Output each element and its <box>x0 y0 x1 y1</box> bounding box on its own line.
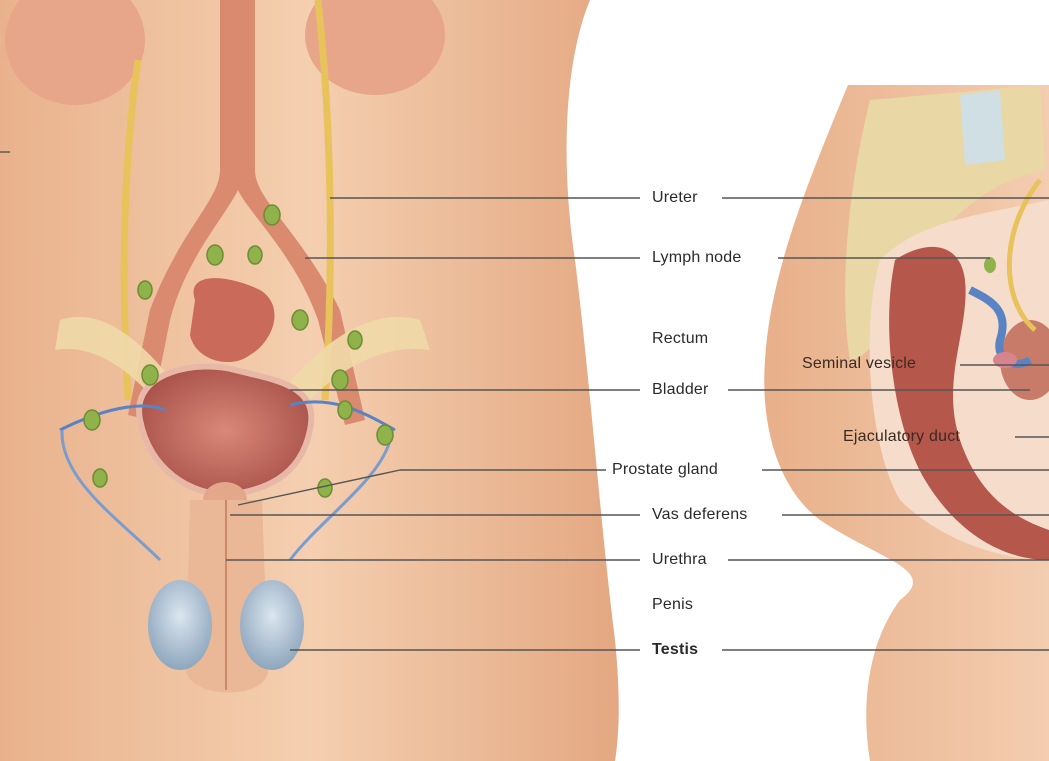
label-vas-deferens: Vas deferens <box>652 506 748 524</box>
label-bladder: Bladder <box>652 381 709 399</box>
side-view <box>764 85 1049 761</box>
label-testis: Testis <box>652 641 698 659</box>
lymph-node-side <box>984 257 996 273</box>
label-urethra: Urethra <box>652 551 707 569</box>
label-prostate-gland: Prostate gland <box>612 461 718 479</box>
spine-band <box>960 90 1005 165</box>
label-lymph-node: Lymph node <box>652 249 741 267</box>
label-ejaculatory-duct: Ejaculatory duct <box>843 428 960 446</box>
left-testis <box>148 580 212 670</box>
front-view <box>0 0 619 761</box>
label-seminal-vesicle: Seminal vesicle <box>802 355 916 373</box>
label-rectum: Rectum <box>652 330 708 348</box>
right-testis <box>240 580 304 670</box>
label-ureter: Ureter <box>652 189 698 207</box>
label-penis: Penis <box>652 596 693 614</box>
